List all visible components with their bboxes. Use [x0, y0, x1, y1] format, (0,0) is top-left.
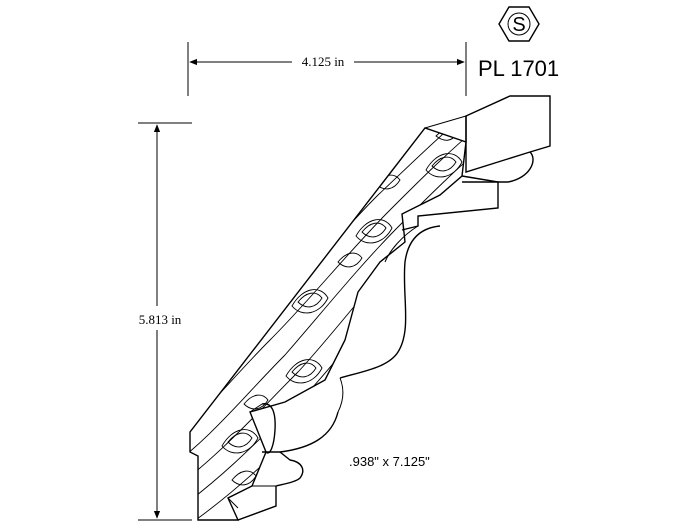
- top-block: [465, 95, 551, 173]
- size-label: .938" x 7.125": [349, 454, 430, 469]
- badge-letter: S: [512, 14, 525, 36]
- wood-grain-pattern: [190, 128, 466, 520]
- hexagon-s-icon: S: [498, 6, 540, 42]
- height-dimension: 5.813 in: [138, 122, 192, 521]
- bottom-bead: [237, 451, 304, 521]
- upper-cove: [462, 151, 534, 183]
- molding-profile: [189, 95, 551, 521]
- width-dimension: 4.125 in: [187, 42, 467, 96]
- main-ogee-curve: [339, 225, 441, 379]
- cut-face-outline: [189, 127, 467, 521]
- lower-cove: [262, 411, 339, 453]
- height-label: 5.813 in: [139, 312, 182, 327]
- part-number: PL 1701: [478, 56, 559, 81]
- width-label: 4.125 in: [302, 54, 345, 69]
